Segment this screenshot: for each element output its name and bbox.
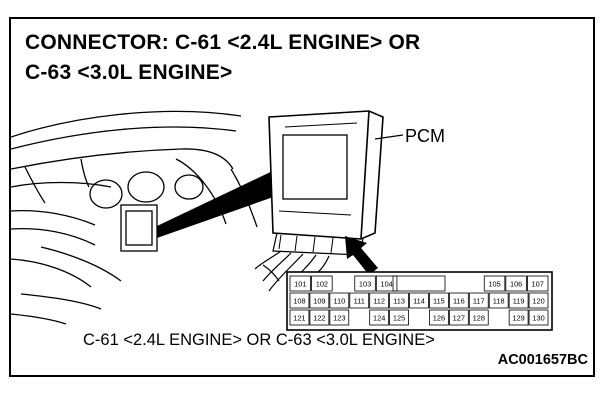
pcm-unit — [268, 110, 384, 256]
pin-cell — [528, 309, 549, 326]
pointer-wedge — [157, 167, 281, 238]
pin-cell — [389, 292, 409, 309]
pin-number: 126 — [433, 314, 445, 323]
connector-arrow — [345, 236, 378, 275]
pin-cell — [309, 292, 330, 309]
pin-number: 107 — [532, 280, 544, 289]
pin-number: 109 — [313, 297, 325, 306]
pin-cell — [488, 292, 509, 309]
pin-number: 122 — [313, 314, 325, 323]
dashboard-drawing — [11, 110, 258, 325]
pin-cell — [354, 275, 376, 292]
pin-cell — [289, 275, 311, 292]
pin-cell — [448, 292, 469, 309]
pin-number: 127 — [453, 314, 465, 323]
pin-number: 111 — [354, 297, 365, 306]
pin-cell — [329, 292, 350, 309]
pin-cell — [369, 292, 390, 309]
pin-cell — [468, 309, 489, 326]
pin-cell — [468, 292, 489, 309]
title-line-2: C-63 <3.0L ENGINE> — [25, 61, 233, 84]
connector-illustration: 101 102 103 104 105 106 107 108 109 110 111 112 113 1… — [11, 110, 553, 331]
pin-number: 103 — [359, 280, 371, 289]
pin-cell — [429, 309, 449, 326]
pin-number: 121 — [293, 314, 305, 323]
pin-cell — [527, 275, 549, 292]
pin-number: 112 — [373, 297, 385, 306]
pin-number: 106 — [510, 280, 522, 289]
pin-cell — [508, 292, 529, 309]
pin-number: 116 — [453, 297, 465, 306]
pin-number: 130 — [532, 314, 544, 323]
pin-number: 108 — [293, 297, 305, 306]
pin-number: 123 — [333, 314, 345, 323]
pcm-label: PCM — [405, 126, 445, 146]
pin-cell — [508, 309, 529, 326]
pin-number: 105 — [488, 280, 500, 289]
pin-cell — [311, 275, 333, 292]
pin-number: 113 — [393, 297, 405, 306]
pin-cell — [375, 275, 398, 292]
pin-number: 114 — [413, 297, 425, 306]
pin-cell — [389, 309, 409, 326]
pin-cell — [289, 309, 310, 326]
pin-number: 101 — [294, 280, 306, 289]
pin-number: 128 — [473, 314, 485, 323]
pin-number: 118 — [493, 297, 505, 306]
pin-cell — [329, 309, 350, 326]
pin-cell — [448, 309, 469, 326]
pin-number: 124 — [373, 314, 385, 323]
pin-number: 125 — [393, 314, 405, 323]
pin-cell — [409, 292, 429, 309]
pin-cell — [505, 275, 527, 292]
pin-number: 115 — [433, 297, 445, 306]
pin-cell — [483, 275, 506, 292]
pin-cell — [528, 292, 549, 309]
connector-key — [392, 275, 446, 292]
pin-number: 120 — [532, 297, 544, 306]
pin-cell — [309, 309, 330, 326]
title-line-1: CONNECTOR: C-61 <2.4L ENGINE> OR — [25, 31, 421, 54]
connector-face-diagram: 101 102 103 104 105 106 107 108 109 110 111 112 113 1… — [286, 271, 553, 331]
figure-code: AC001657BC — [497, 352, 588, 368]
pin-number: 117 — [473, 297, 485, 306]
pin-cell — [369, 309, 390, 326]
pin-number: 102 — [316, 280, 328, 289]
connector-caption: C-61 <2.4L ENGINE> OR C-63 <3.0L ENGINE> — [83, 331, 435, 349]
wire-harness — [254, 250, 330, 292]
pin-number: 129 — [512, 314, 524, 323]
pin-cell — [429, 292, 449, 309]
pin-cell — [349, 292, 370, 309]
pin-number: 119 — [513, 297, 525, 306]
diagram-frame: CONNECTOR: C-61 <2.4L ENGINE> OR C-63 <3… — [9, 17, 595, 377]
pin-number: 104 — [380, 280, 392, 289]
pin-number: 110 — [333, 297, 345, 306]
pcm-callout-line — [374, 134, 404, 140]
pin-cell — [289, 292, 310, 309]
